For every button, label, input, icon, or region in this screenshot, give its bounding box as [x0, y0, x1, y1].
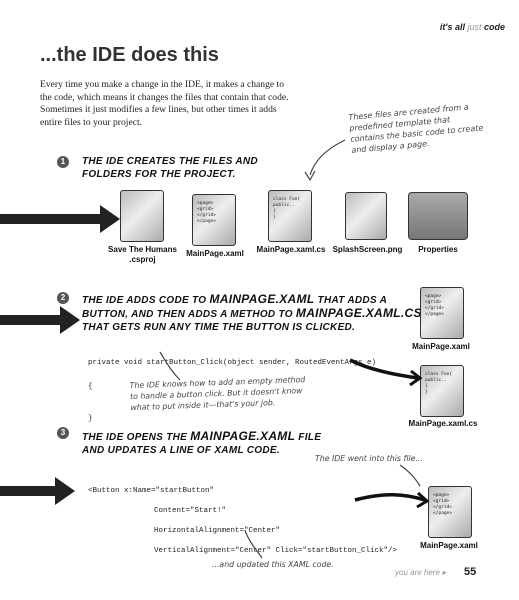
updated-arrow — [244, 529, 263, 559]
step-3-code-line-4: VerticalAlignment="Center" Click="startB… — [154, 547, 398, 555]
xaml-file-label: MainPage.xaml — [186, 249, 244, 258]
doc-line: { — [425, 384, 428, 389]
step-1-number: 1 — [57, 156, 69, 168]
doc-line: } — [273, 215, 276, 220]
png-file-label: SplashScreen.png — [332, 245, 403, 254]
doc-line: { — [273, 209, 276, 214]
doc-line: </grid> — [197, 213, 216, 218]
doc-line: <page> — [197, 201, 214, 206]
step-1-line-2: folders for the project. — [82, 169, 236, 180]
folder-icon — [408, 192, 468, 240]
step-3-code-line-3: HorizontalAlignment="Center" — [154, 527, 281, 535]
csproj-file-label: Save The Humans .csproj — [100, 245, 185, 265]
doc-line: public.. — [425, 378, 447, 383]
step-3-text: The IDE opens the MainPage.xaml file and… — [82, 430, 321, 457]
doc-line: </page> — [197, 219, 216, 224]
step-3-code-line-1: <Button x:Name="startButton" — [88, 487, 215, 495]
xaml-file-icon: <page> <grid> </grid> </page> — [192, 194, 236, 246]
curved-arrow-to-cs — [349, 358, 419, 380]
step-2-number: 2 — [57, 292, 69, 304]
csproj-file-icon — [120, 190, 164, 242]
step-2-text: The IDE adds code to MainPage.xaml that … — [82, 293, 422, 334]
went-into-file-note: The IDE went into this file... — [315, 454, 423, 463]
step-2-xaml-label: MainPage.xaml — [412, 342, 470, 351]
cs-file-label: MainPage.xaml.cs — [256, 245, 326, 254]
step-3-xaml-label: MainPage.xaml — [420, 541, 478, 550]
folder-label: Properties — [418, 245, 458, 254]
curved-arrowhead-cs — [409, 369, 423, 387]
you-are-here: you are here ▸ — [395, 568, 446, 577]
csproj-label-line-1: Save The Humans — [108, 245, 177, 254]
triangle-right-icon: ▸ — [442, 568, 447, 577]
step-2-seg: button, and then adds a method to — [82, 309, 296, 320]
big-arrow-step-2 — [0, 306, 80, 334]
updated-xaml-note: ...and updated this XAML code. — [212, 560, 334, 569]
step-2-file-b: MainPage.xaml.cs — [295, 306, 422, 320]
page-title: ...the IDE does this — [40, 44, 219, 66]
step-2-seg: The IDE adds code to — [82, 295, 210, 306]
running-header: it's all just code — [440, 22, 505, 32]
doc-line: </grid> — [433, 505, 452, 510]
cs-file-icon: class Foo{ public.. { } — [420, 365, 464, 417]
went-into-arrow — [399, 464, 421, 487]
step-2-seg: that adds a — [314, 295, 388, 306]
doc-line: <grid> — [425, 300, 442, 305]
step-1-text: The IDE creates the files and folders fo… — [82, 155, 258, 181]
step-2-file-a: MainPage.xaml — [209, 292, 315, 306]
code-line: private void startButton_Click(object se… — [88, 359, 377, 367]
doc-line: <grid> — [197, 207, 214, 212]
note-arrow — [309, 139, 346, 176]
doc-line: <grid> — [433, 499, 450, 504]
curved-arrow-to-xaml — [354, 492, 426, 502]
xaml-file-icon: <page> <grid> </grid> </page> — [428, 486, 472, 538]
doc-line: </page> — [433, 511, 452, 516]
step-2-code: private void startButton_Click(object se… — [88, 343, 376, 431]
xaml-file-icon: <page> <grid> </grid> </page> — [420, 287, 464, 339]
header-prefix: it's all — [439, 22, 468, 32]
cs-file-icon: class Foo{ public.. { } — [268, 190, 312, 242]
step-3-seg: The IDE opens the — [82, 432, 191, 443]
code-line: } — [88, 415, 93, 423]
big-arrow-step-3 — [0, 477, 75, 505]
curved-arrowhead-xaml — [416, 491, 430, 509]
step-3-number: 3 — [57, 427, 69, 439]
step-3-seg: file — [295, 432, 322, 443]
step-3-code-line-2: Content="Start!" — [154, 507, 227, 515]
page-number: 55 — [464, 566, 477, 578]
code-line: { — [88, 383, 93, 391]
step-3-file: MainPage.xaml — [190, 429, 296, 443]
doc-line: <page> — [433, 493, 450, 498]
png-file-icon — [345, 192, 387, 240]
doc-line: <page> — [425, 294, 442, 299]
big-arrow-step-1 — [0, 205, 120, 233]
doc-line: </page> — [425, 312, 444, 317]
step-1-line-1: The IDE creates the files and — [82, 156, 258, 167]
step-2-seg: that gets run any time the button is cli… — [82, 322, 356, 333]
step-2-cs-label: MainPage.xaml.cs — [408, 419, 478, 428]
empty-method-arrow — [159, 351, 181, 381]
doc-line: public.. — [273, 203, 295, 208]
csproj-label-line-2: .csproj — [129, 255, 156, 264]
header-suffix: code — [481, 22, 505, 32]
header-light: just — [467, 22, 482, 32]
step-3-seg: and updates a line of XAML code. — [82, 445, 280, 456]
doc-line: } — [425, 390, 428, 395]
intro-paragraph: Every time you make a change in the IDE,… — [40, 79, 289, 128]
doc-line: class Foo{ — [273, 197, 301, 202]
doc-line: </grid> — [425, 306, 444, 311]
note-arrowhead — [304, 170, 316, 182]
you-are-here-text: you are here — [395, 568, 440, 577]
doc-line: class Foo{ — [425, 372, 453, 377]
